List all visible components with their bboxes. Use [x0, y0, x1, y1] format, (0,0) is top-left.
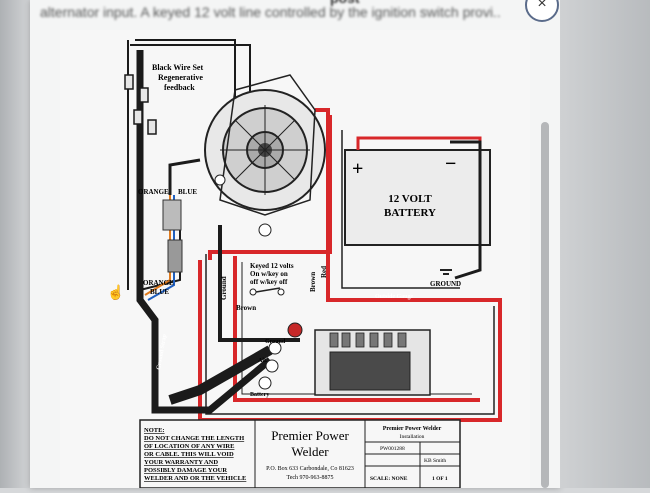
note-regenerative: Regenerative: [158, 73, 203, 82]
label-keyed-1: Keyed 12 volts: [250, 262, 294, 270]
titleblock-sheet: 1 OF 1: [432, 476, 448, 482]
titleblock-scale: SCALE: NONE: [370, 476, 408, 482]
alternator-drawing: [204, 74, 326, 237]
titleblock-title-2: Installation: [400, 434, 425, 440]
battery-positive: +: [352, 158, 363, 180]
ground-symbol: [440, 269, 452, 275]
left-edge: [0, 0, 30, 488]
label-keyed-2: On w/key on: [250, 270, 288, 278]
modal-title: post: [330, 0, 360, 6]
label-outside-gauge: Outside Gauge: [375, 294, 414, 300]
label-orange-bottom: ORANGE: [143, 279, 174, 287]
titleblock-dwg: PW001288: [380, 446, 405, 452]
label-battery-small: Battery: [250, 392, 269, 398]
post-description-text: alternator input. A keyed 12 volt line c…: [40, 4, 500, 20]
label-blue-bottom: BLUE: [150, 288, 169, 296]
label-blue-top: BLUE: [178, 188, 197, 196]
label-alt: Alt.: [258, 358, 268, 364]
note-line-2: OF LOCATION OF ANY WIRE: [144, 443, 234, 450]
battery-negative: −: [445, 153, 456, 175]
scrollbar[interactable]: [541, 122, 549, 488]
note-line-4: YOUR WARRANTY AND: [144, 459, 218, 466]
note-line-5: POSSIBLY DAMAGE YOUR: [144, 467, 227, 474]
label-ground-vertical: Ground: [220, 276, 228, 300]
company-address: P.O. Box 633 Carbondale, Co 81623: [266, 466, 354, 472]
label-brown-horizontal: Brown: [236, 304, 256, 312]
label-orange-top: ORANGE: [138, 188, 169, 196]
titleblock-by: KB Smith: [424, 458, 446, 464]
label-ground-small: Ground: [265, 339, 286, 345]
company-name-2: Welder: [291, 444, 329, 459]
note-feedback: feedback: [164, 83, 195, 92]
label-red-vertical: Red: [320, 266, 328, 278]
ground-label: GROUND: [430, 280, 461, 288]
battery-label-1: 12 VOLT: [388, 193, 432, 205]
titleblock-title-1: Premier Power Welder: [383, 426, 442, 432]
background-page-right: [560, 0, 650, 488]
note-line-3: OR CABLE. THIS WILL VOID: [144, 451, 234, 458]
company-tech: Tech 970-963-8875: [286, 475, 333, 481]
label-keyed-3: off w/key off: [250, 278, 288, 286]
note-line-6: WELDER AND OR THE VEHICLE: [144, 475, 246, 482]
company-name-1: Premier Power: [271, 428, 349, 443]
battery-label-2: BATTERY: [384, 207, 436, 219]
note-black-wire: Black Wire Set: [152, 63, 203, 72]
note-line-1: DO NOT CHANGE THE LENGTH: [144, 435, 244, 442]
wiring-diagram-image: + − 12 VOLT BATTERY GROUND Black Wire Se…: [60, 30, 530, 489]
hand-cursor-icon: ☝: [107, 284, 125, 300]
note-title: NOTE:: [144, 427, 165, 434]
label-brown-vertical: Brown: [309, 272, 317, 292]
